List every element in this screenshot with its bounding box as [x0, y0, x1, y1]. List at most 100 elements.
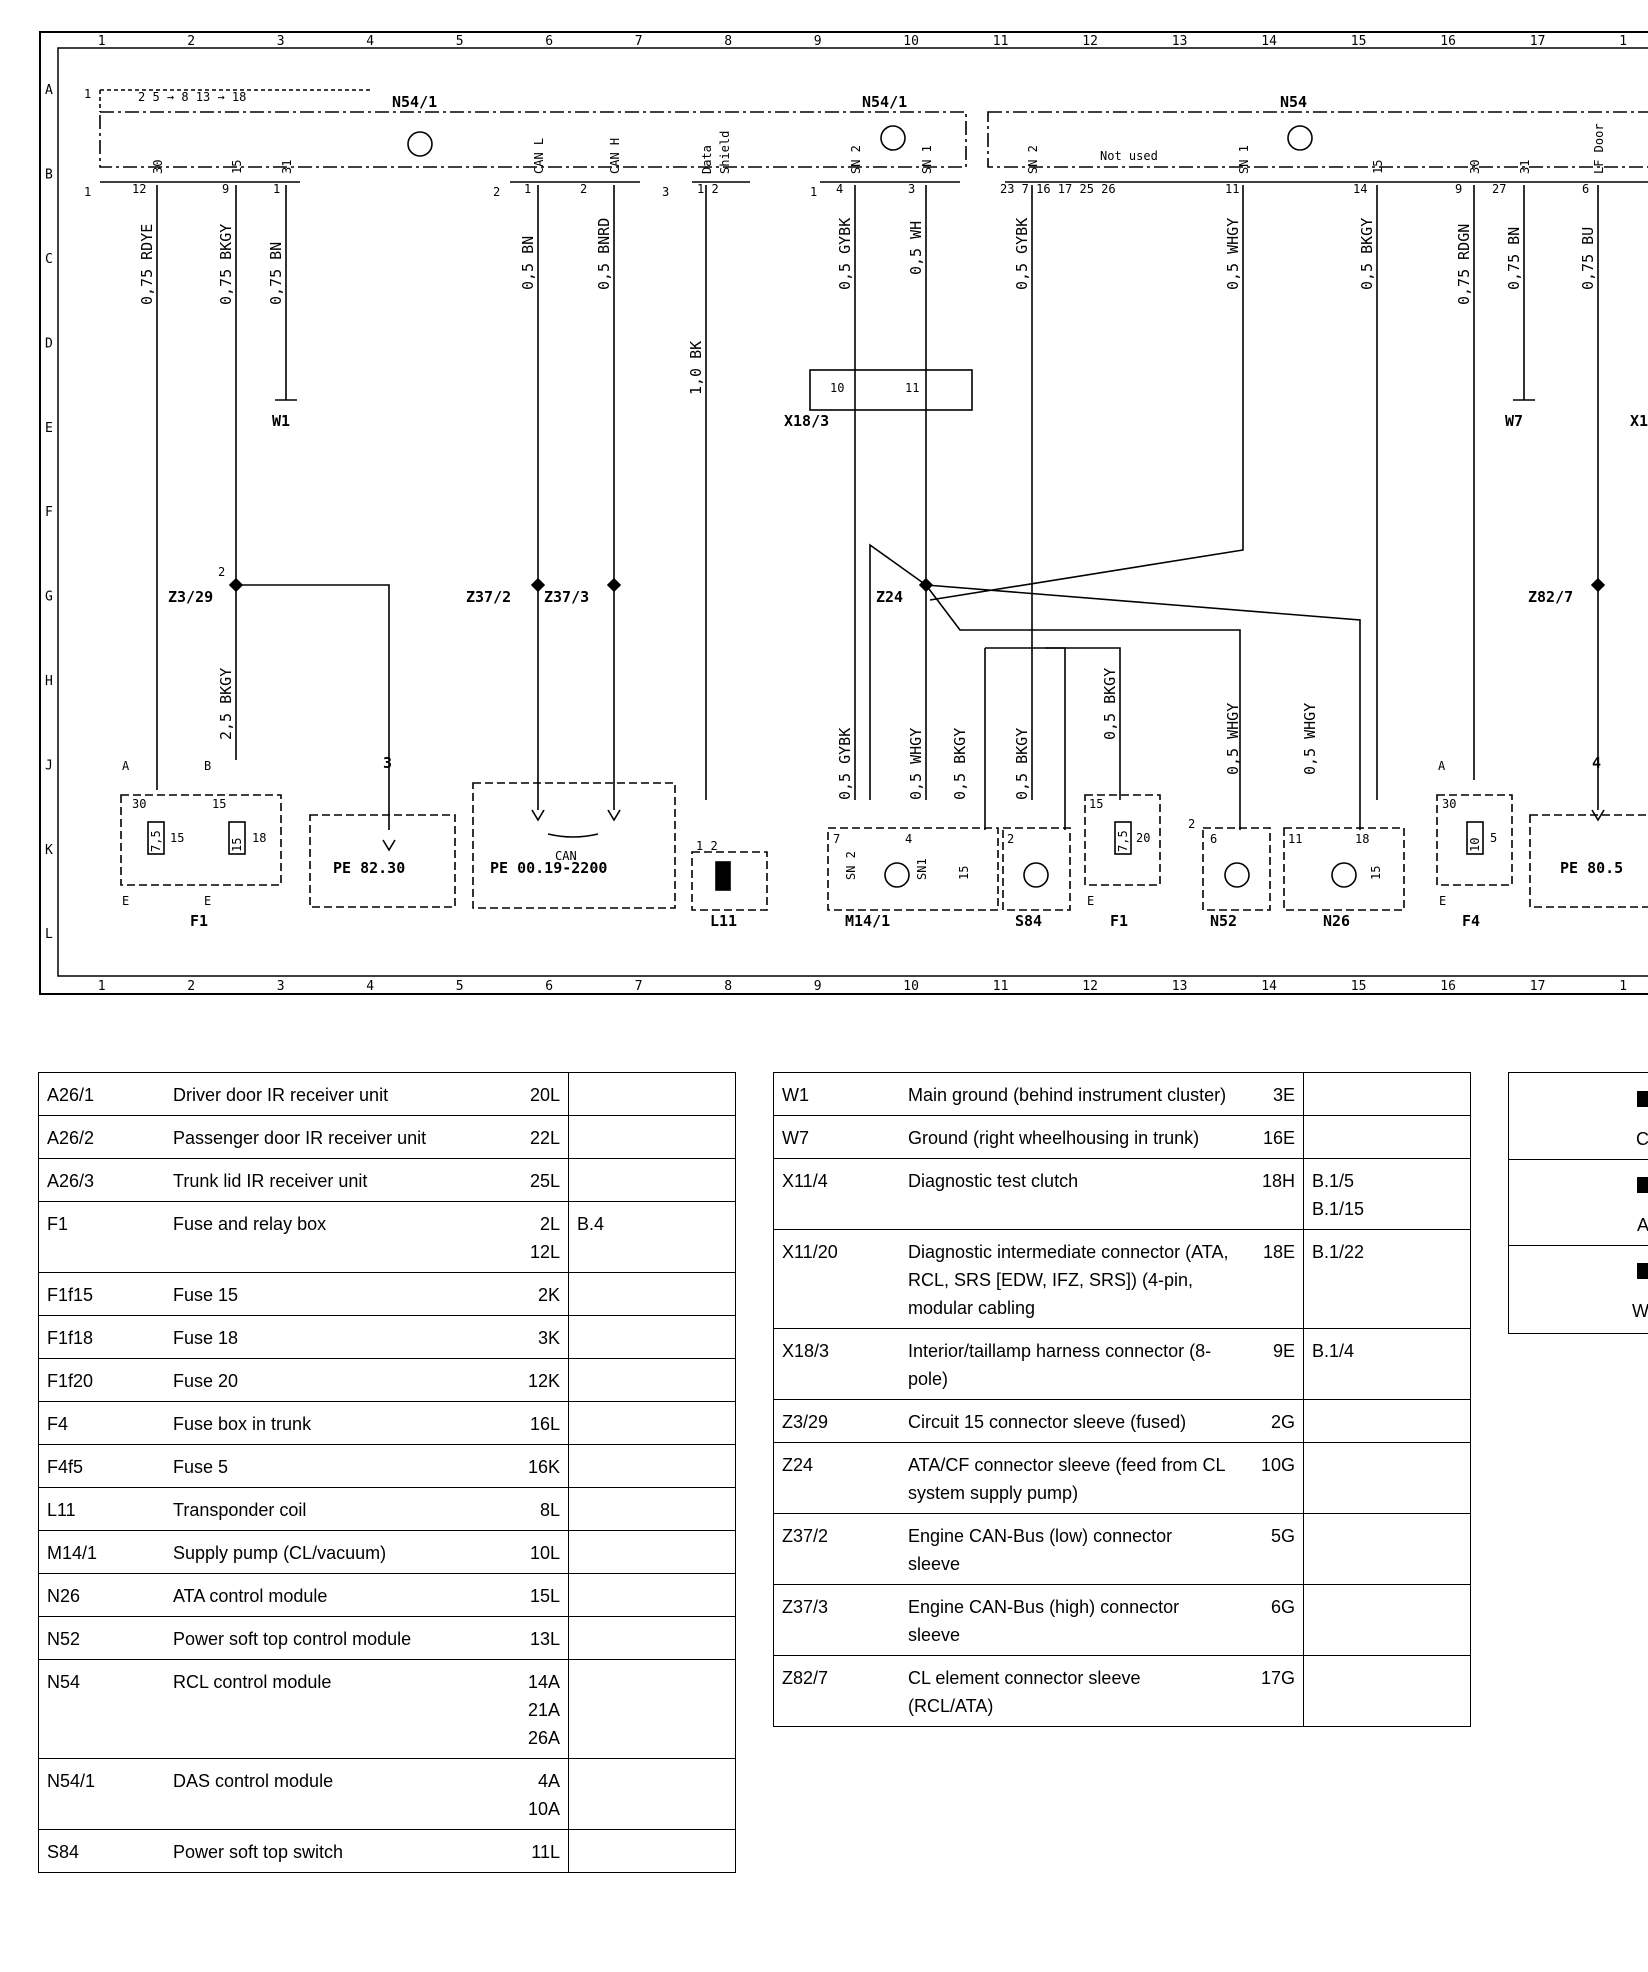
- pin-number: 6: [1210, 832, 1217, 846]
- wire-label: 0,5 WH: [907, 221, 925, 275]
- table-cell-ref: [568, 1115, 736, 1159]
- table-cell-desc: ATA control module: [165, 1573, 502, 1617]
- table-cell-desc: Engine CAN-Bus (low) connector sleeve: [900, 1513, 1237, 1585]
- table-cell-loc: 11L: [502, 1829, 569, 1873]
- fuse-pin: 30: [1442, 797, 1456, 811]
- table-cell-ref: [1303, 1115, 1471, 1159]
- pin-number: 10: [830, 381, 844, 395]
- wire-label: 0,5 WHGY: [1224, 218, 1242, 290]
- table-cell-code: N52: [38, 1616, 165, 1660]
- table-cell-loc: 13L: [502, 1616, 569, 1660]
- table-cell-code: X18/3: [773, 1328, 900, 1400]
- table-cell-ref: [568, 1659, 736, 1759]
- grid-row-label: F: [45, 505, 53, 520]
- connector-label: X18/3: [784, 412, 829, 430]
- pin-number: 1 2: [696, 839, 718, 853]
- table-cell-loc: 12K: [502, 1358, 569, 1402]
- table-cell-loc: 16L: [502, 1401, 569, 1445]
- table-cell-ref: [568, 1358, 736, 1402]
- pin-number: 1 2: [697, 182, 719, 196]
- fuse-rating: 10: [1468, 838, 1482, 852]
- wire-label: 0,5 WHGY: [1224, 703, 1242, 775]
- signal-label: SN 2: [1026, 145, 1040, 174]
- pin-list: 23 7 16 17 25 26: [1000, 182, 1116, 196]
- legend-entry: A: [1509, 1159, 1648, 1246]
- pin-number: 3: [908, 182, 915, 196]
- signal-label: 15: [957, 866, 971, 880]
- table-cell-loc: 3K: [502, 1315, 569, 1359]
- splice-label: Z24: [876, 588, 903, 606]
- table-cell-desc: Engine CAN-Bus (high) connector sleeve: [900, 1584, 1237, 1656]
- table-cell-code: F1f18: [38, 1315, 165, 1359]
- table-cell-desc: Trunk lid IR receiver unit: [165, 1158, 502, 1202]
- table-cell-loc: 22L: [502, 1115, 569, 1159]
- signal-label: SN 1: [1237, 145, 1251, 174]
- table-cell-desc: CL element connector sleeve (RCL/ATA): [900, 1655, 1237, 1727]
- grid-column-label: 1: [98, 979, 106, 994]
- table-cell-desc: Passenger door IR receiver unit: [165, 1115, 502, 1159]
- grid-labels: 1122334455667788991010111112121313141415…: [45, 34, 1627, 994]
- pin-number: 9: [222, 182, 229, 196]
- grid-column-label: 3: [277, 979, 285, 994]
- table-cell-ref: B.1/4: [1303, 1328, 1471, 1400]
- legend-symbol: [1637, 1263, 1648, 1279]
- signal-label: 30: [151, 160, 165, 174]
- table-cell-ref: [1303, 1442, 1471, 1514]
- legend-box: C A W: [1508, 1072, 1648, 1334]
- pin-number: 18: [1355, 832, 1369, 846]
- ref-number: 4: [1592, 754, 1601, 772]
- signal-label: 31: [1518, 160, 1532, 174]
- table-cell-desc: Fuse 15: [165, 1272, 502, 1316]
- table-cell-desc: Diagnostic test clutch: [900, 1158, 1237, 1230]
- pin-list: 2 5 → 8 13 → 18: [138, 90, 246, 104]
- table-cell-desc: Diagnostic intermediate connector (ATA, …: [900, 1229, 1237, 1329]
- grid-row-label: G: [45, 590, 53, 605]
- table-cell-desc: Interior/taillamp harness connector (8-p…: [900, 1328, 1237, 1400]
- fuse-pin: 15: [1089, 797, 1103, 811]
- table-cell-code: A26/1: [38, 1072, 165, 1116]
- grid-column-label: 12: [1082, 979, 1098, 994]
- grid-column-label: 13: [1172, 979, 1188, 994]
- signal-label: CAN H: [608, 138, 622, 174]
- table-cell-ref: [568, 1616, 736, 1660]
- grid-column-label: 1: [1619, 979, 1627, 994]
- splice-label: Z37/2: [466, 588, 511, 606]
- table-cell-code: Z82/7: [773, 1655, 900, 1727]
- table-cell-code: F1f15: [38, 1272, 165, 1316]
- grid-row-label: E: [45, 421, 53, 436]
- grid-column-label: 9: [814, 979, 822, 994]
- signal-label: LF Door: [1592, 123, 1606, 174]
- pin-number: 1: [273, 182, 280, 196]
- grid-column-label: 8: [724, 34, 732, 49]
- wire-label: 0,75 BN: [1505, 227, 1523, 290]
- grid-column-label: 6: [545, 34, 553, 49]
- wire-label: 1,0 BK: [687, 341, 705, 395]
- fuse-pin: 18: [252, 831, 266, 845]
- fuse-pin: 15: [170, 831, 184, 845]
- wire-label: 0,5 GYBK: [836, 728, 854, 800]
- pin-number: 1: [84, 185, 91, 199]
- table-cell-code: N26: [38, 1573, 165, 1617]
- table-cell-ref: [568, 1758, 736, 1830]
- ref-number: 3: [383, 754, 392, 772]
- table-cell-loc: 6G: [1237, 1584, 1304, 1656]
- table-cell-code: Z37/3: [773, 1584, 900, 1656]
- fuse-pin: 15: [212, 797, 226, 811]
- grid-column-label: 13: [1172, 34, 1188, 49]
- table-cell-code: Z37/2: [773, 1513, 900, 1585]
- grid-row-label: K: [45, 843, 53, 858]
- table-cell-loc: 16E: [1237, 1115, 1304, 1159]
- table-cell-code: A26/2: [38, 1115, 165, 1159]
- wire-label: 0,5 BNRD: [595, 218, 613, 290]
- table-cell-code: F4: [38, 1401, 165, 1445]
- point-label: E: [122, 894, 129, 908]
- grid-column-label: 10: [903, 34, 919, 49]
- signal-label: CAN L: [532, 138, 546, 174]
